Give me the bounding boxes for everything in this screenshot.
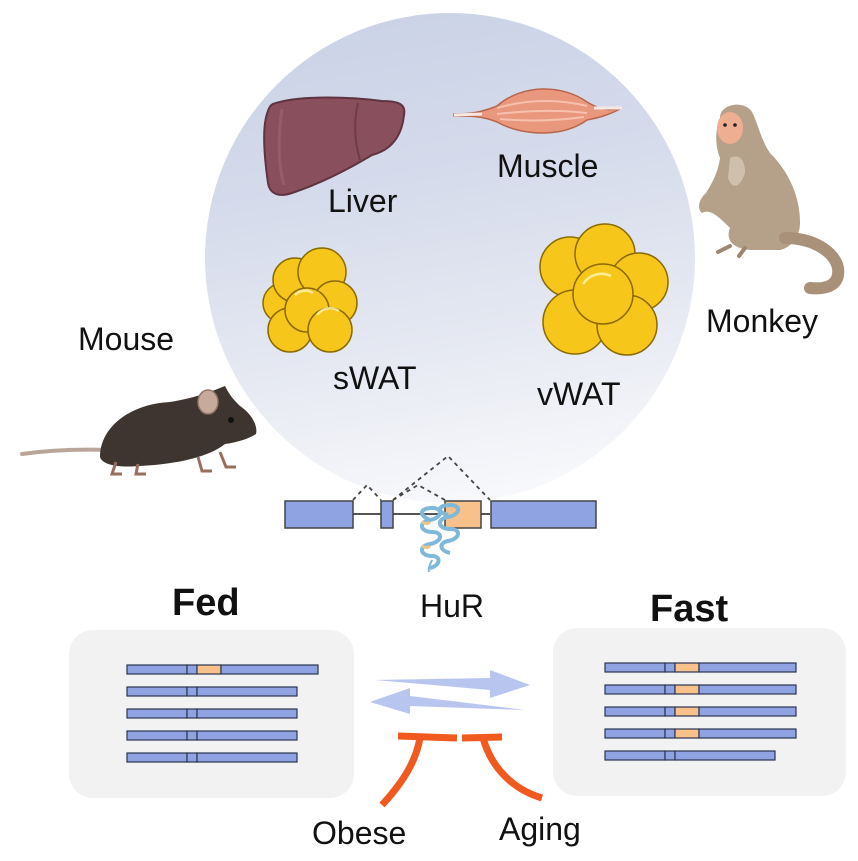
muscle-icon (453, 88, 623, 134)
fed-label: Fed (172, 582, 240, 624)
isoform-transcript (126, 664, 319, 675)
hur-label: HuR (420, 588, 485, 624)
gene-structure-diagram (284, 454, 597, 573)
mouse-icon (20, 386, 257, 476)
isoform-transcript (126, 708, 298, 719)
hur-protein-icon (420, 502, 460, 573)
isoform-exon (186, 730, 198, 741)
isoform-exon (604, 684, 666, 695)
aging-inhibit-line (479, 736, 544, 802)
fed-isoform-list (126, 664, 319, 763)
obese-inhibit-line (379, 737, 424, 808)
isoform-alt-exon (196, 664, 222, 675)
swat-label: sWAT (333, 360, 417, 396)
exon-1 (284, 500, 354, 529)
isoform-exon (186, 686, 198, 697)
vwat-fat-cells-icon (539, 223, 669, 356)
isoform-exon (664, 728, 676, 739)
liver-label: Liver (328, 183, 398, 219)
splice-junction-skip (392, 454, 491, 501)
isoform-exon (674, 750, 776, 761)
isoform-exon (186, 664, 198, 675)
aging-inhibit-bar (461, 733, 503, 742)
exon-2 (380, 500, 394, 529)
vwat-label: vWAT (537, 376, 621, 412)
isoform-exon (220, 664, 319, 675)
isoform-exon (126, 752, 188, 763)
isoform-exon (664, 706, 676, 717)
isoform-exon (196, 708, 298, 719)
isoform-transcript (604, 662, 797, 673)
isoform-transcript (126, 686, 298, 697)
isoform-exon (698, 706, 797, 717)
isoform-exon (126, 708, 188, 719)
isoform-exon (664, 750, 676, 761)
inhibition-lines (379, 732, 544, 808)
arrow-right (375, 670, 530, 698)
isoform-transcript (126, 752, 298, 763)
splice-junction (392, 483, 446, 501)
isoform-transcript (126, 730, 298, 741)
exchange-arrows (370, 670, 530, 714)
aging-label: Aging (499, 811, 581, 847)
isoform-exon (186, 708, 198, 719)
mouse-label: Mouse (78, 321, 175, 357)
obese-label: Obese (312, 815, 407, 851)
isoform-exon (698, 728, 797, 739)
exon-4 (490, 500, 597, 529)
monkey-label: Monkey (706, 303, 819, 339)
isoform-transcript (604, 706, 797, 717)
isoform-exon (186, 752, 198, 763)
isoform-alt-exon (674, 662, 700, 673)
isoform-alt-exon (674, 728, 700, 739)
isoform-exon (664, 662, 676, 673)
isoform-exon (664, 684, 676, 695)
isoform-exon (126, 686, 188, 697)
isoform-transcript (604, 684, 797, 695)
arrow-left (370, 688, 525, 714)
monkey-icon (699, 104, 845, 295)
obese-inhibit-bar (397, 732, 458, 742)
splice-junction (352, 483, 382, 501)
isoform-alt-exon (674, 706, 700, 717)
fast-label: Fast (650, 588, 729, 630)
isoform-exon (698, 662, 797, 673)
isoform-alt-exon (674, 684, 700, 695)
fast-isoform-list (604, 662, 797, 761)
isoform-exon (698, 684, 797, 695)
isoform-exon (604, 750, 666, 761)
isoform-exon (126, 664, 188, 675)
isoform-exon (604, 728, 666, 739)
swat-fat-cells-icon (262, 247, 358, 353)
isoform-exon (196, 730, 298, 741)
isoform-transcript (604, 750, 776, 761)
isoform-exon (604, 706, 666, 717)
isoform-transcript (604, 728, 797, 739)
isoform-exon (604, 662, 666, 673)
isoform-exon (196, 752, 298, 763)
isoform-exon (126, 730, 188, 741)
isoform-exon (196, 686, 298, 697)
liver-icon (263, 96, 406, 196)
muscle-label: Muscle (497, 148, 599, 184)
